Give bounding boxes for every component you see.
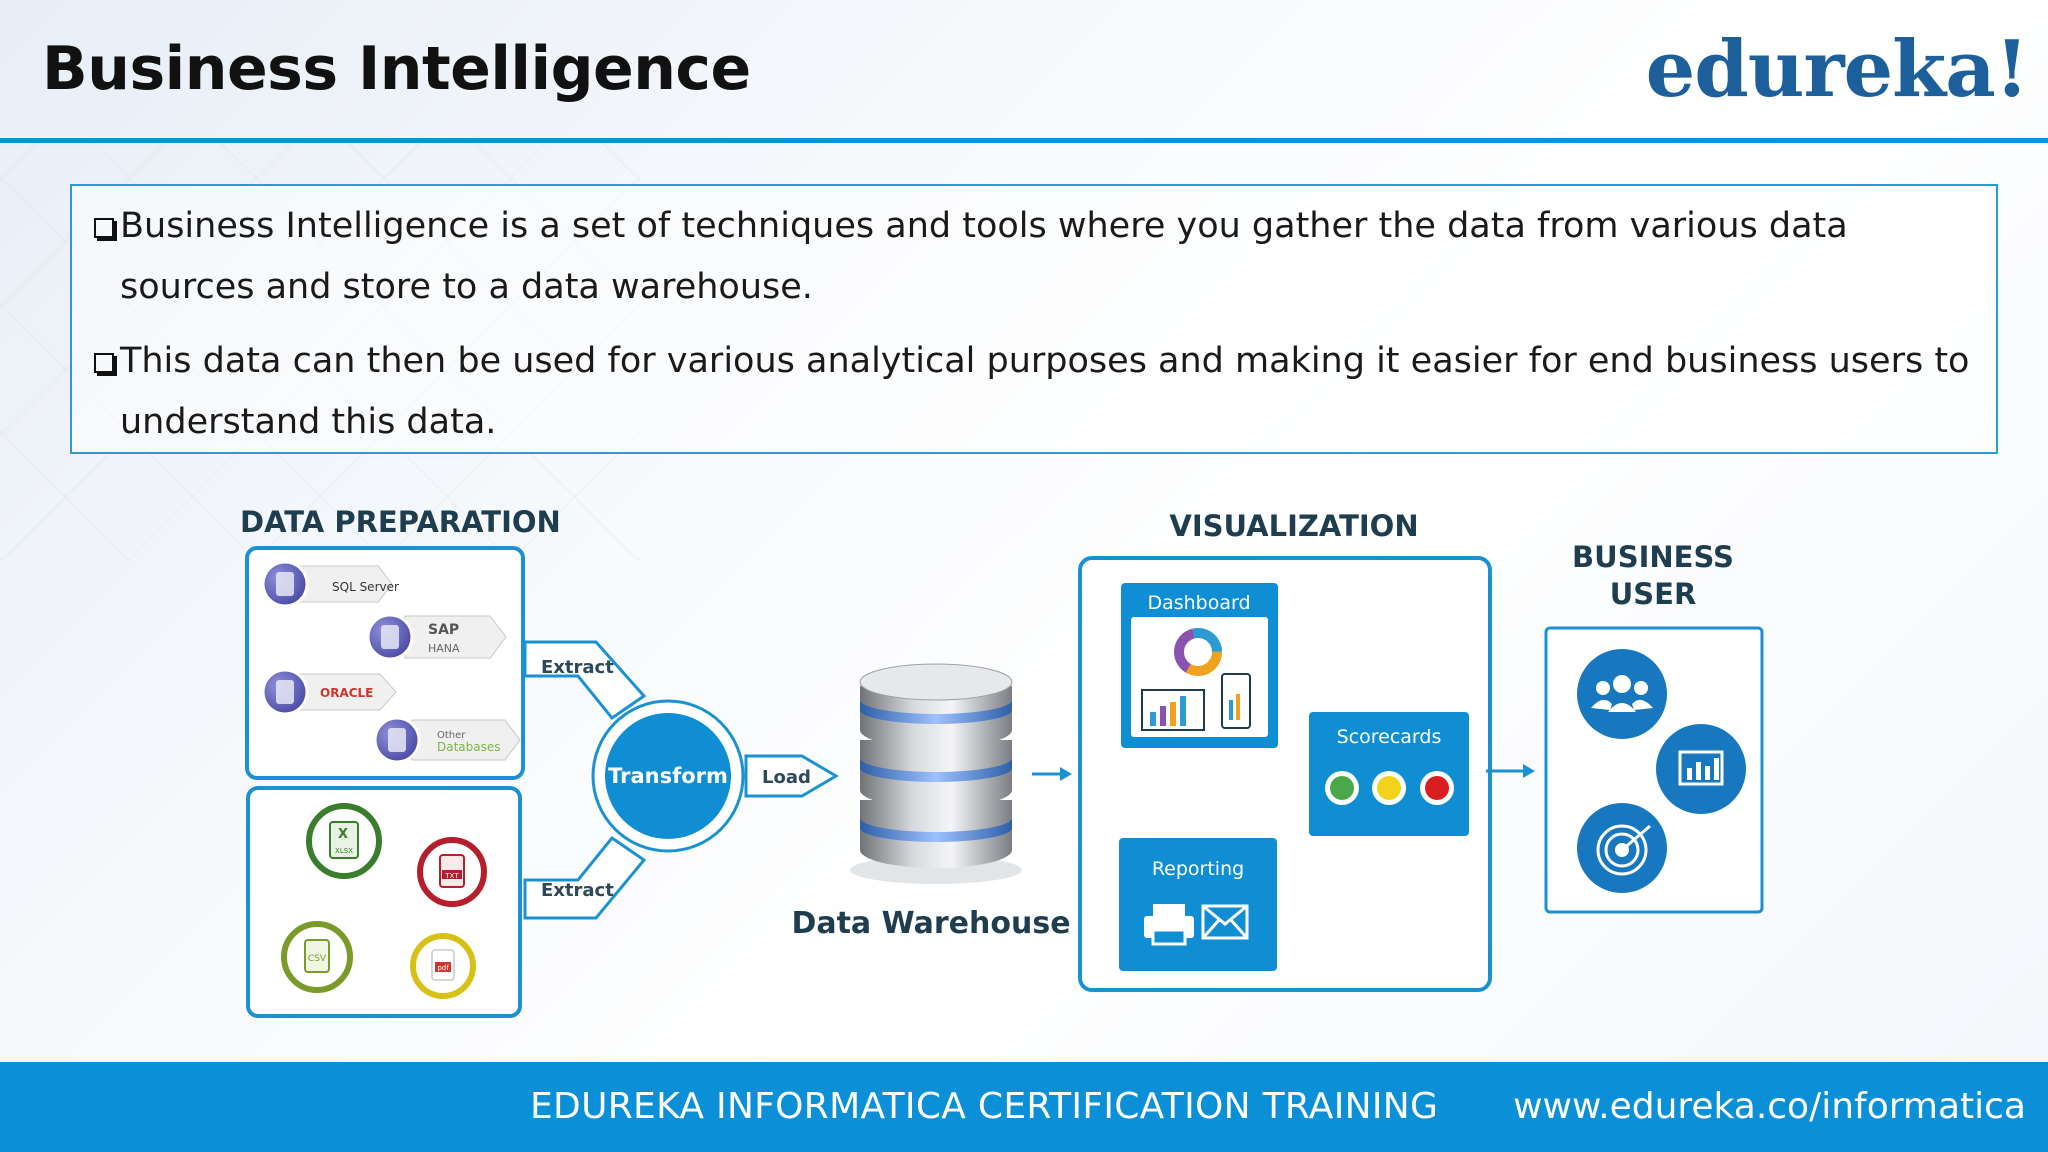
source-label: SAP: [428, 622, 459, 638]
status-green-icon: [1330, 776, 1354, 800]
arrow-right-icon: [1486, 764, 1535, 778]
source-label: ORACLE: [320, 686, 373, 700]
checkbox-bullet-icon: [94, 353, 114, 373]
extract-label: Extract: [541, 657, 614, 678]
scorecards-card: Scorecards: [1309, 712, 1469, 836]
visualization-heading: VISUALIZATION: [1169, 509, 1418, 543]
transform-label: Transform: [608, 764, 728, 788]
team-icon: [1577, 649, 1667, 739]
pdf-file-icon: pdf: [410, 933, 476, 999]
definition-box: Business Intelligence is a set of techni…: [70, 184, 1998, 454]
scorecards-label: Scorecards: [1337, 726, 1442, 748]
reporting-label: Reporting: [1152, 858, 1244, 880]
load-arrow: [744, 754, 839, 798]
printer-icon: [1144, 904, 1194, 946]
title-divider: [0, 138, 2048, 143]
slide-title: Business Intelligence: [42, 34, 751, 104]
status-red-icon: [1425, 776, 1449, 800]
csv-file-icon: CSV: [281, 921, 353, 993]
source-label: SQL Server: [332, 580, 399, 594]
status-yellow-icon: [1377, 776, 1401, 800]
reporting-card: Reporting: [1119, 838, 1277, 971]
svg-text:pdf: pdf: [437, 964, 449, 972]
mail-icon: [1201, 904, 1249, 940]
txt-file-icon: TXT: [417, 837, 487, 907]
course-title: EDUREKA INFORMATICA CERTIFICATION TRAINI…: [530, 1086, 1439, 1127]
svg-text:CSV: CSV: [308, 954, 327, 964]
target-icon: [1577, 803, 1667, 893]
load-label: Load: [762, 767, 811, 788]
data-warehouse-icon: [850, 663, 1022, 884]
file-sources-panel: [246, 786, 522, 1018]
donut-chart-icon: [1174, 628, 1222, 676]
analytics-icon: [1656, 724, 1746, 814]
business-user-heading: BUSINESS: [1572, 540, 1734, 574]
other-databases-source: Other Databases: [373, 716, 521, 764]
sql-server-source: SQL Server: [261, 560, 399, 608]
bullet-text: Business Intelligence is a set of techni…: [120, 206, 1848, 307]
bar-chart-icon: [1141, 689, 1205, 731]
arrow-right-icon: [1032, 767, 1072, 781]
bullet-item: Business Intelligence is a set of techni…: [82, 196, 1982, 318]
oracle-source: ORACLE: [261, 668, 397, 716]
checkbox-bullet-icon: [94, 218, 114, 238]
svg-text:TXT: TXT: [444, 872, 459, 880]
source-label: Databases: [437, 740, 501, 754]
svg-text:X: X: [338, 827, 348, 842]
svg-text:XLSX: XLSX: [335, 847, 353, 855]
source-sublabel: HANA: [428, 642, 460, 655]
bullet-item: This data can then be used for various a…: [82, 331, 1982, 453]
source-label: Other: [437, 730, 466, 741]
footer-url[interactable]: www.edureka.co/informatica: [1513, 1086, 2026, 1127]
bi-flow-diagram: DATA PREPARATION SQL Server SAP HANA ORA…: [240, 505, 1764, 1018]
extract-label: Extract: [541, 880, 614, 901]
data-preparation-heading: DATA PREPARATION: [240, 505, 561, 539]
dashboard-card: Dashboard: [1121, 583, 1278, 748]
dashboard-label: Dashboard: [1147, 592, 1250, 614]
extract-arrow-bottom: [523, 835, 647, 920]
sap-hana-source: SAP HANA: [366, 613, 507, 661]
data-warehouse-label: Data Warehouse: [791, 906, 1070, 941]
footer-bar: EDUREKA INFORMATICA CERTIFICATION TRAINI…: [0, 1062, 2048, 1152]
excel-file-icon: X XLSX: [306, 803, 382, 879]
transform-node: [605, 713, 731, 839]
edureka-logo: edureka!: [1645, 24, 2029, 115]
business-user-heading: USER: [1610, 577, 1697, 611]
bullet-text: This data can then be used for various a…: [120, 341, 1970, 442]
extract-arrow-top: [523, 640, 647, 721]
